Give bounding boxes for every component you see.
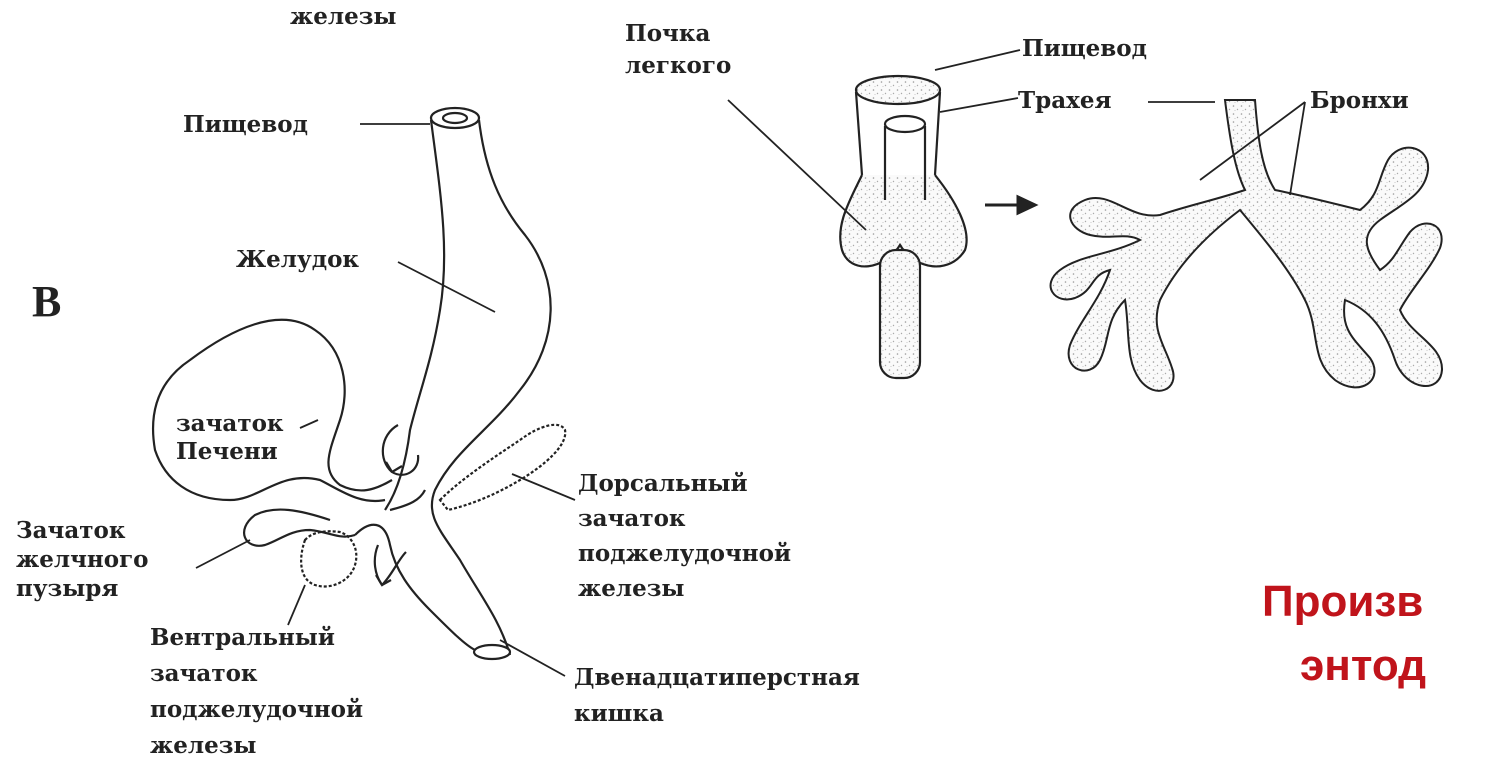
label-esophagus-left: Пищевод	[183, 110, 308, 139]
label-ventral-line-4: железы	[150, 728, 363, 764]
esophagus-top	[856, 76, 940, 104]
gallbladder-bud	[244, 510, 355, 546]
label-lung-bud: Почка легкого	[625, 18, 731, 82]
label-ventral-pancreas: Вентральный зачаток поджелудочной железы	[150, 620, 363, 764]
duodenum-left-wall	[355, 525, 475, 650]
label-duodenum-line-1: Двенадцатиперстная	[574, 660, 860, 696]
esophagus-opening	[431, 108, 479, 128]
label-bronchi: Бронхи	[1310, 86, 1409, 115]
trachea-top	[885, 116, 925, 132]
caption-line-2: энтод	[1300, 640, 1426, 692]
label-stomach: Желудок	[236, 245, 359, 274]
label-duodenum-line-2: кишка	[574, 696, 860, 732]
label-esophagus-right: Пищевод	[1022, 34, 1147, 63]
duodenum-opening	[474, 645, 510, 659]
label-gallbladder-line-3: пузыря	[16, 574, 149, 603]
stomach-right-wall	[432, 120, 551, 655]
label-dorsal-line-3: поджелудочной	[578, 536, 791, 571]
caption-line-1: Произв	[1262, 576, 1423, 628]
label-dorsal-line-2: зачаток	[578, 501, 791, 536]
label-gallbladder-line-2: желчного	[16, 545, 149, 574]
label-lung-bud-line-1: Почка	[625, 18, 731, 50]
stage-arrow	[985, 197, 1035, 213]
label-gallbladder-line-1: Зачаток	[16, 516, 149, 545]
stomach-left-wall	[385, 120, 444, 510]
label-dorsal-pancreas: Дорсальный зачаток поджелудочной железы	[578, 466, 791, 606]
label-duodenum: Двенадцатиперстная кишка	[574, 660, 860, 732]
label-dorsal-line-4: железы	[578, 571, 791, 606]
label-gallbladder-primordium: Зачаток желчного пузыря	[16, 516, 149, 603]
label-ventral-line-2: зачаток	[150, 656, 363, 692]
bronchial-tree	[1051, 100, 1442, 391]
ventral-pancreas-bud	[301, 531, 356, 586]
leader-lines-left	[196, 124, 575, 676]
label-liver-primordium: зачаток Печени	[176, 410, 284, 466]
label-top-cut: железы	[290, 2, 396, 31]
panel-letter: В	[32, 280, 61, 324]
lung-bud-structure	[840, 76, 966, 378]
esophagus-lower	[880, 250, 920, 378]
label-dorsal-line-1: Дорсальный	[578, 466, 791, 501]
dorsal-pancreas-bud	[440, 425, 565, 510]
label-ventral-line-1: Вентральный	[150, 620, 363, 656]
label-liver-line-2: Печени	[176, 438, 284, 466]
label-liver-line-1: зачаток	[176, 410, 284, 438]
label-lung-bud-line-2: легкого	[625, 50, 731, 82]
label-trachea: Трахея	[1018, 86, 1111, 115]
digestive-tube	[153, 108, 565, 659]
label-ventral-line-3: поджелудочной	[150, 692, 363, 728]
